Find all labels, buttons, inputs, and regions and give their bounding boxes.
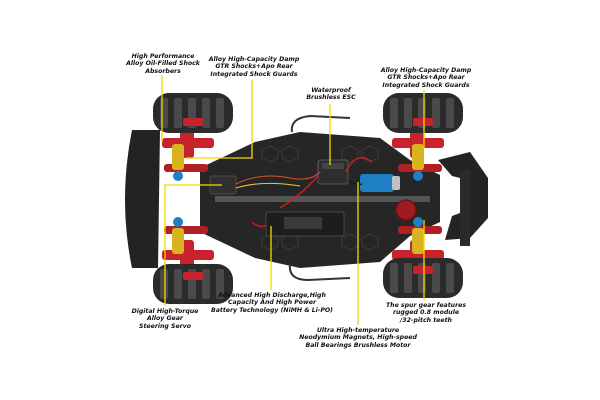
rear-shocks <box>412 144 424 254</box>
label-steering-servo: Digital High-Torque Alloy Gear Steering … <box>131 308 199 330</box>
rear-body-loop <box>288 263 351 282</box>
rear-bumper <box>438 152 488 240</box>
battery-label <box>284 217 322 229</box>
esc-fan <box>322 163 344 169</box>
label-motor: Ultra High-temperature Neodymium Magnets… <box>299 327 417 349</box>
brushless-motor <box>360 174 394 192</box>
label-battery: Advanced High Discharge,High Capacity An… <box>211 292 333 314</box>
front-bumper <box>125 130 160 268</box>
leader-front-shock-guards <box>186 80 253 159</box>
front-shocks <box>172 144 184 254</box>
rear-bumper-arm <box>460 170 470 246</box>
label-front-shock-guards: Alloy High-Capacity Damp GTR Shocks+Apo … <box>208 56 300 78</box>
motor-end-bell <box>392 176 400 190</box>
label-shock-absorbers: High Performance Alloy Oil-Filled Shock … <box>126 53 200 75</box>
label-esc: Waterproof Brushless ESC <box>306 87 356 102</box>
center-driveshaft <box>215 196 430 202</box>
label-rear-shock-guards: Alloy High-Capacity Damp GTR Shocks+Apo … <box>380 67 472 89</box>
spur-gear <box>395 199 417 221</box>
leader-lines <box>161 75 425 325</box>
label-spur-gear: The spur gear features rugged 0.8 module… <box>385 302 467 324</box>
wheel-hubs <box>183 118 433 280</box>
front-body-loop <box>290 114 351 133</box>
wiring <box>235 157 373 228</box>
leader-steering-servo <box>164 184 222 306</box>
